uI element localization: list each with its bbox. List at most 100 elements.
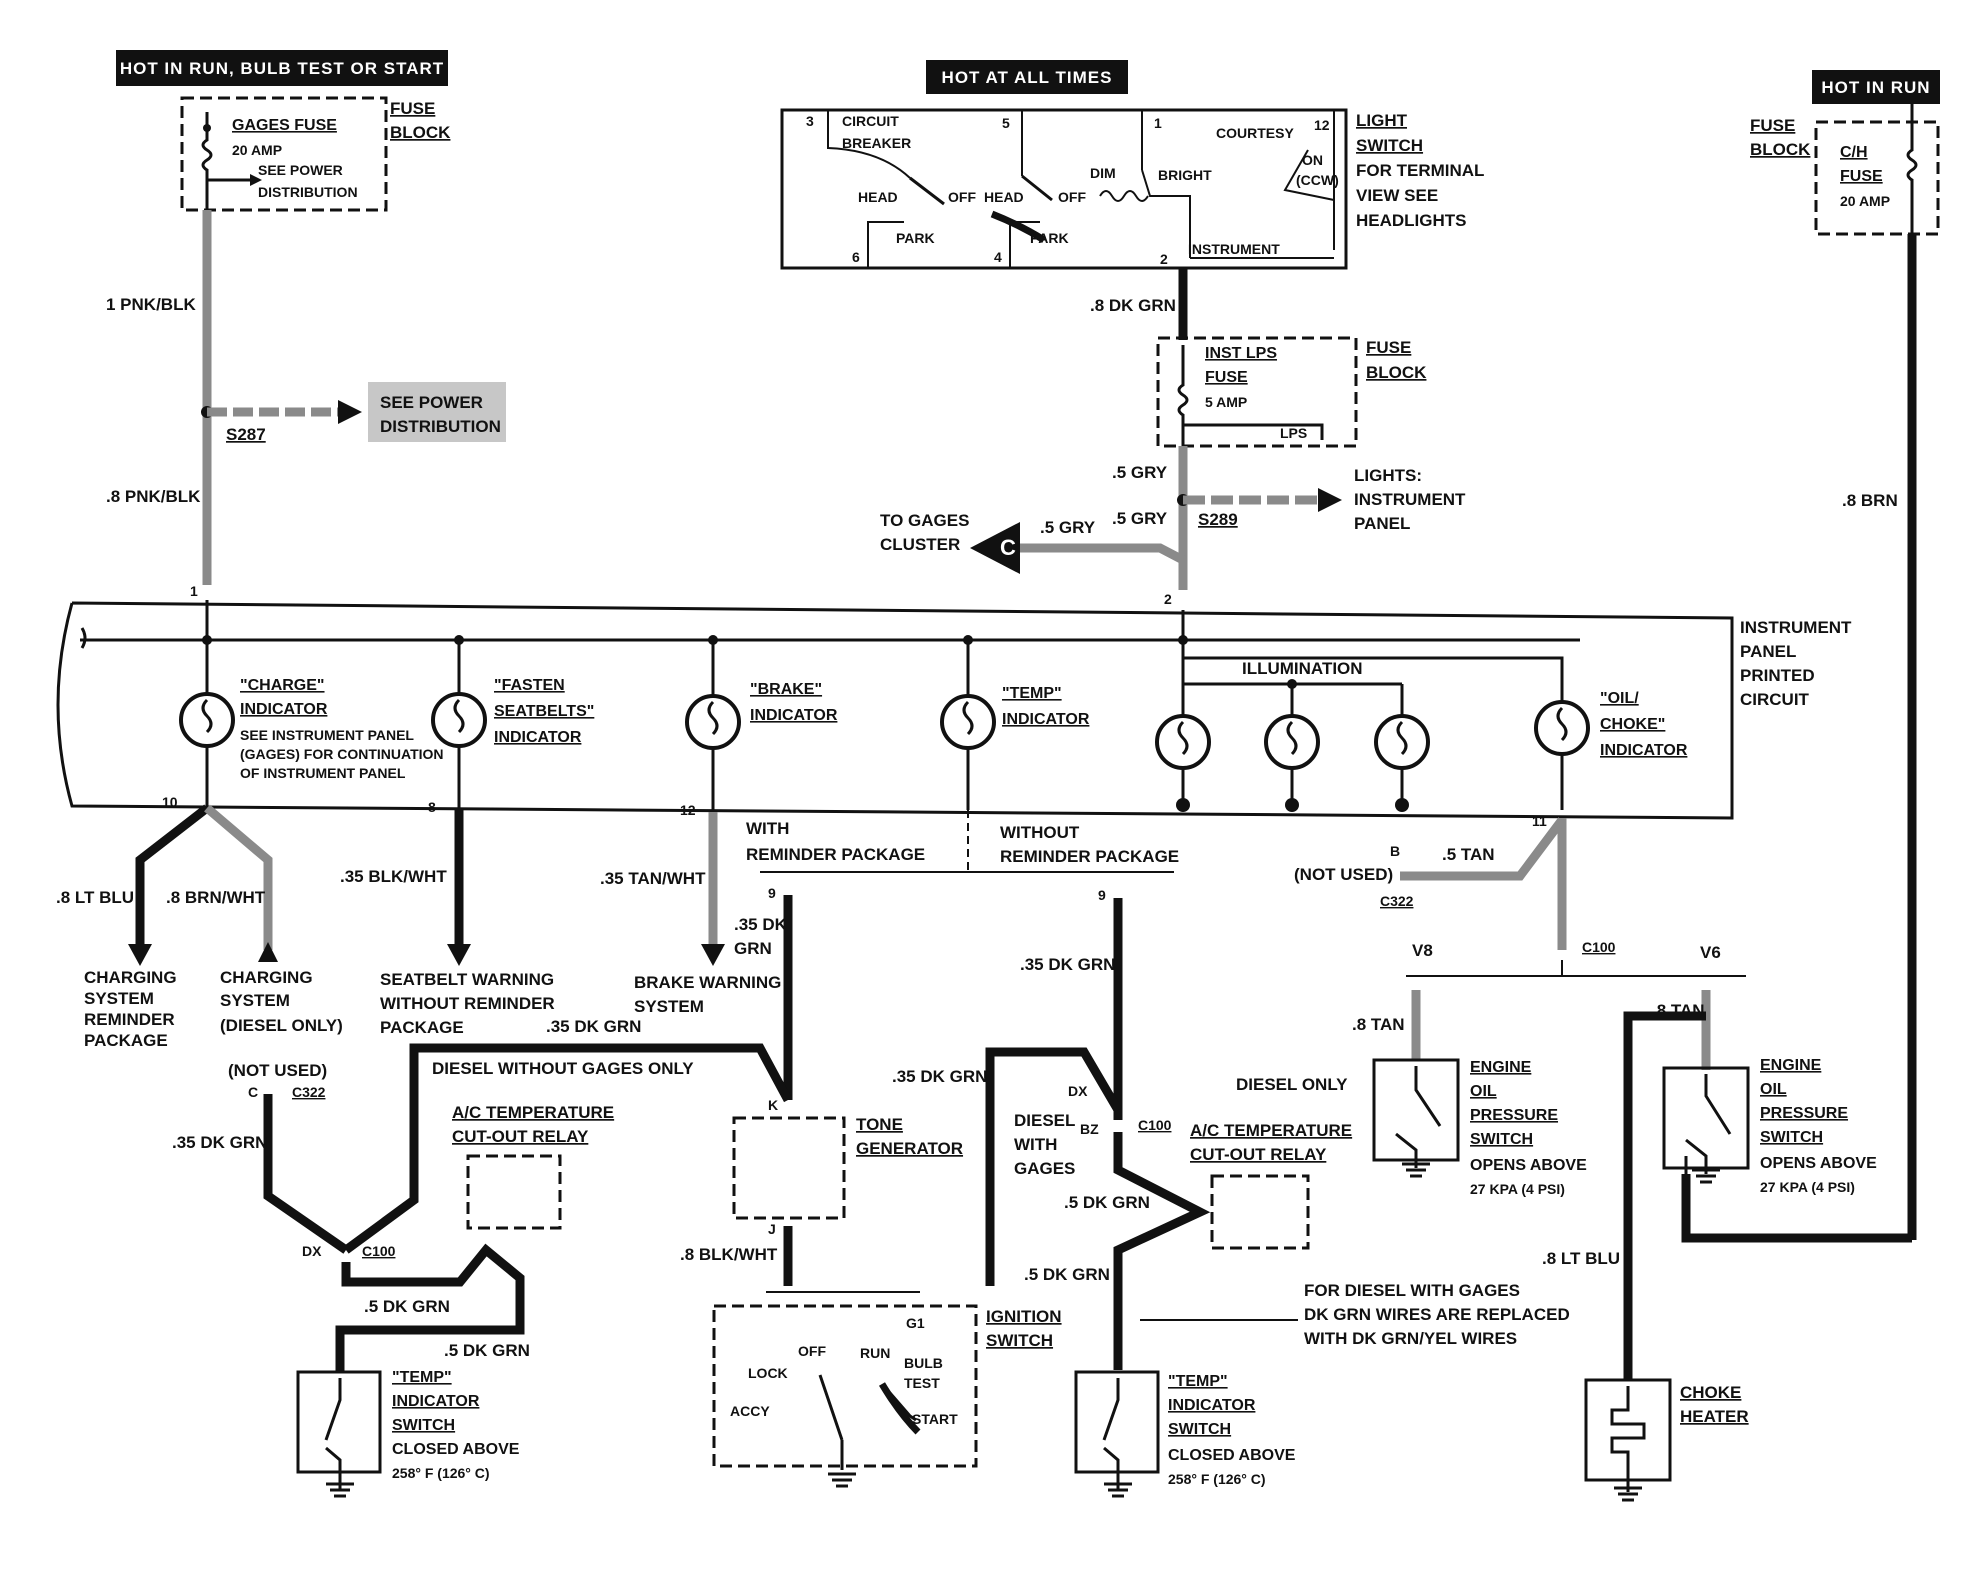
park-label-1: PARK [896, 230, 935, 246]
gages-fuse-note2: DISTRIBUTION [258, 184, 358, 200]
arrow-icon [258, 942, 278, 962]
oil-label3: INDICATOR [1600, 742, 1688, 759]
panel-label3: PRINTED [1740, 666, 1815, 685]
ch-fuse-block2: BLOCK [1750, 140, 1811, 159]
ground-icon [828, 1472, 856, 1488]
gages-note-2: DK GRN WIRES ARE REPLACED [1304, 1305, 1570, 1324]
light-switch-label1: LIGHT [1356, 111, 1408, 130]
seatbelt-warning-3: PACKAGE [380, 1018, 464, 1037]
ac-relay-left-1: A/C TEMPERATURE [452, 1103, 614, 1122]
choke-label1: CHOKE [1680, 1383, 1741, 1402]
pin-panel-10: 10 [162, 794, 178, 810]
dx-left: DX [302, 1243, 322, 1259]
see-power-text1: SEE POWER [380, 393, 483, 412]
panel-break-icon [80, 627, 87, 649]
wire-label-5-dk-grn-b: .5 DK GRN [444, 1341, 530, 1360]
wire-8-lt-blu-b [1623, 1011, 1706, 1380]
oil-v8-2: OIL [1470, 1083, 1497, 1100]
wire-label-5-gry-b: .5 GRY [1112, 509, 1168, 528]
heater-element-icon [1610, 1386, 1646, 1492]
inst-fuse-name1: INST LPS [1205, 345, 1277, 362]
ac-relay-left-2: CUT-OUT RELAY [452, 1127, 589, 1146]
illumination-bulbs [1155, 610, 1430, 812]
charging-diesel-2: SYSTEM [220, 991, 290, 1010]
wire-brn-return [1681, 1174, 1912, 1243]
connector-c-label: C [1000, 535, 1016, 560]
s289-label: S289 [1198, 510, 1238, 529]
wire-label-35-dk-grn-d: .35 DK GRN [1020, 955, 1115, 974]
wire-label-8-brn: .8 BRN [1842, 491, 1898, 510]
oil-v6-6: 27 KPA (4 PSI) [1760, 1179, 1855, 1195]
wire-label-8-lt-blu: .8 LT BLU [56, 888, 134, 907]
charge-note1: SEE INSTRUMENT PANEL [240, 727, 414, 743]
off-label-2: OFF [1058, 189, 1086, 205]
temp-switch-right-2: INDICATOR [1168, 1397, 1256, 1414]
charge-label2: INDICATOR [240, 701, 328, 718]
wire-label-35-dk-grn-b: .35 DK GRN [546, 1017, 641, 1036]
ch-fuse-name1: C/H [1840, 144, 1868, 161]
inst-fuse-element [1177, 345, 1324, 450]
not-used-b: (NOT USED) [1294, 865, 1393, 884]
c100-left: C100 [362, 1243, 396, 1259]
fuse-dot [203, 124, 211, 132]
inst-fuse-block1: FUSE [1366, 338, 1411, 357]
to-gages-label1: TO GAGES [880, 511, 969, 530]
arrow-icon [128, 944, 152, 966]
seatbelt-warning-2: WITHOUT REMINDER [380, 994, 555, 1013]
charging-reminder-4: PACKAGE [84, 1031, 168, 1050]
charge-indicator [179, 600, 235, 810]
pin-4: 4 [994, 249, 1002, 265]
instrument-label: INSTRUMENT [1188, 241, 1280, 257]
pin-panel-1: 1 [190, 583, 198, 599]
inst-fuse-box [1156, 336, 1358, 448]
oil-v8-4: SWITCH [1470, 1131, 1533, 1148]
panel-label1: INSTRUMENT [1740, 618, 1852, 637]
without-reminder-1: WITHOUT [1000, 823, 1080, 842]
seatbelt-warning-1: SEATBELT WARNING [380, 970, 554, 989]
arrow-icon [701, 944, 725, 966]
pin-9-left: 9 [768, 885, 776, 901]
brake-label1: "BRAKE" [750, 681, 822, 698]
arrow-icon [1318, 488, 1342, 512]
courtesy-label: COURTESY [1216, 125, 1294, 141]
ground-icon [1614, 1486, 1642, 1502]
power-header-center [926, 60, 1128, 94]
diesel-only: DIESEL ONLY [1236, 1075, 1348, 1094]
pin-2: 2 [1160, 251, 1168, 267]
panel-label4: CIRCUIT [1740, 690, 1810, 709]
oil-v8-3: PRESSURE [1470, 1107, 1558, 1124]
inst-fuse-rating: 5 AMP [1205, 394, 1247, 410]
charge-note2: (GAGES) FOR CONTINUATION [240, 746, 444, 762]
wire-label-35-dk-a: .35 DK [734, 915, 788, 934]
wire-5-dk-grn-c [1113, 1132, 1211, 1370]
ac-relay-left [466, 1154, 562, 1230]
wire-label-5-dk-grn-c: .5 DK GRN [1064, 1193, 1150, 1212]
ch-fuse-element [1906, 104, 1918, 240]
ch-fuse-box [1814, 120, 1940, 236]
wire-5-dk-grn-a [335, 1243, 525, 1372]
ac-relay-right [1210, 1174, 1310, 1250]
oil-v6-4: SWITCH [1760, 1129, 1823, 1146]
charge-label1: "CHARGE" [240, 677, 325, 694]
wire-label-35-dk-grn-c: .35 DK GRN [172, 1133, 267, 1152]
gages-fuse-box [180, 96, 388, 212]
pin-9-right: 9 [1098, 887, 1106, 903]
v8-label: V8 [1412, 941, 1433, 960]
diesel-with-gages-1: DIESEL [1014, 1111, 1075, 1130]
pin-3: 3 [806, 113, 814, 129]
head-label-1: HEAD [858, 189, 898, 205]
tone-gen-2: GENERATOR [856, 1139, 963, 1158]
temp-switch-left-4: CLOSED ABOVE [392, 1441, 520, 1458]
pin-panel-12: 12 [680, 802, 696, 818]
dim-label: DIM [1090, 165, 1116, 181]
temp-switch-left-5: 258° F (126° C) [392, 1465, 490, 1481]
panel-label2: PANEL [1740, 642, 1796, 661]
pin-panel-11: 11 [1532, 813, 1547, 829]
ign-start: START [912, 1411, 958, 1427]
gages-note-1: FOR DIESEL WITH GAGES [1304, 1281, 1520, 1300]
power-header-left [116, 50, 448, 86]
temp-switch-right-1: "TEMP" [1168, 1373, 1228, 1390]
ground-icon [1402, 1162, 1430, 1178]
power-header-left-text: HOT IN RUN, BULB TEST OR START [120, 59, 444, 78]
